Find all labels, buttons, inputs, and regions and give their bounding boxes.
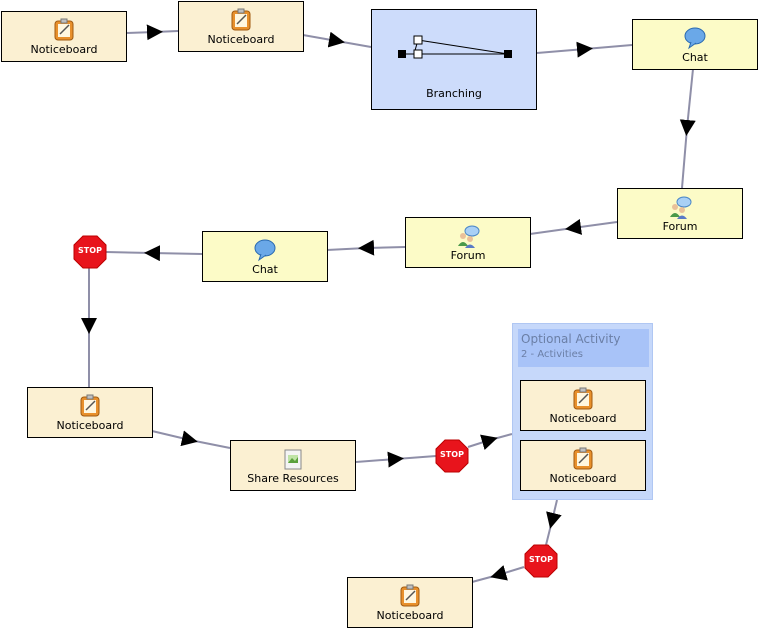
optional-activity-header: Optional Activity 2 - Activities (518, 329, 649, 367)
activity-forum[interactable]: Forum (617, 188, 743, 239)
node-label: Noticeboard (549, 412, 617, 425)
connector (467, 433, 513, 450)
connector (355, 451, 437, 468)
stop-sign-icon (73, 235, 107, 269)
chat-bubble-icon (684, 27, 706, 50)
stop-sign-icon (435, 439, 469, 473)
activity-chat[interactable]: Chat (202, 231, 328, 282)
stop-gate[interactable]: STOP (524, 544, 558, 578)
forum-users-icon (458, 225, 480, 248)
connector (302, 31, 372, 48)
noticeboard-icon (573, 447, 593, 470)
node-label: Noticeboard (56, 419, 124, 432)
stop-label: STOP (529, 555, 553, 564)
activity-noticeboard[interactable]: Noticeboard (520, 380, 646, 431)
node-label: Forum (450, 249, 486, 262)
connector (105, 245, 203, 262)
node-label: Noticeboard (207, 33, 275, 46)
activity-noticeboard[interactable]: Noticeboard (178, 1, 304, 52)
activity-noticeboard[interactable]: Noticeboard (27, 387, 153, 438)
noticeboard-icon (54, 18, 74, 41)
activity-share-resources[interactable]: Share Resources (230, 440, 356, 491)
chat-bubble-icon (254, 239, 276, 262)
noticeboard-icon (80, 394, 100, 417)
optional-activity-subtitle: 2 - Activities (521, 349, 583, 360)
activity-noticeboard[interactable]: Noticeboard (1, 11, 127, 62)
node-label: Chat (682, 51, 708, 64)
stop-label: STOP (440, 450, 464, 459)
node-label: Chat (252, 263, 278, 276)
connector (529, 218, 618, 235)
optional-activity-title: Optional Activity (521, 332, 621, 346)
node-label: Noticeboard (549, 472, 617, 485)
activity-noticeboard[interactable]: Noticeboard (347, 577, 473, 628)
connector (471, 565, 525, 583)
node-label: Forum (662, 220, 698, 233)
connector (326, 239, 406, 256)
stop-gate[interactable]: STOP (435, 439, 469, 473)
node-label: Noticeboard (30, 43, 98, 56)
connector (679, 68, 696, 189)
noticeboard-icon (231, 8, 251, 31)
noticeboard-icon (573, 387, 593, 410)
node-label: Noticeboard (376, 609, 444, 622)
activity-noticeboard[interactable]: Noticeboard (520, 440, 646, 491)
node-label: Share Resources (247, 472, 339, 485)
share-resources-icon (284, 449, 302, 470)
forum-users-icon (670, 196, 692, 219)
node-label: Branching (426, 87, 482, 100)
activity-forum[interactable]: Forum (405, 217, 531, 268)
connector (125, 24, 179, 41)
connector (536, 41, 633, 58)
connector (545, 499, 562, 546)
stop-sign-icon (524, 544, 558, 578)
stop-gate[interactable]: STOP (73, 235, 107, 269)
connector (151, 430, 231, 449)
noticeboard-icon (400, 584, 420, 607)
activity-branching[interactable]: Branching (371, 9, 537, 110)
activity-chat[interactable]: Chat (632, 19, 758, 70)
stop-label: STOP (78, 246, 102, 255)
branching-icon (398, 35, 512, 59)
